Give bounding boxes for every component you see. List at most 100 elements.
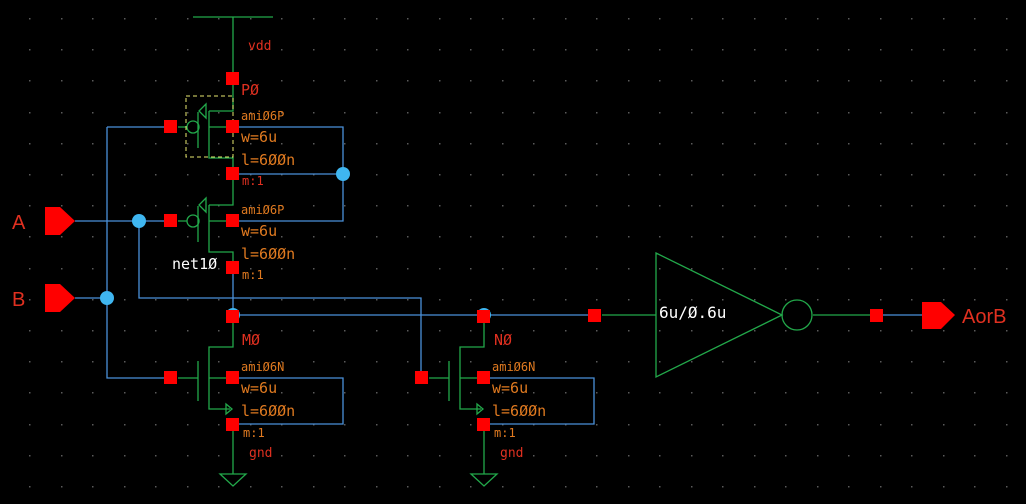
grid-dot xyxy=(281,236,283,238)
terminal-m0-drain[interactable] xyxy=(226,310,239,323)
grid-dot xyxy=(628,392,630,394)
grid-dot xyxy=(880,424,882,426)
grid-dot xyxy=(407,268,409,270)
grid-dot xyxy=(880,49,882,51)
grid-dot xyxy=(533,205,535,207)
nmos-n0[interactable] xyxy=(429,315,499,487)
pin-aorb-shape[interactable] xyxy=(922,302,955,329)
terminal-p0-gate[interactable] xyxy=(164,120,177,133)
grid-dot xyxy=(943,236,945,238)
grid-dot xyxy=(218,18,220,20)
terminal-m0-gate[interactable] xyxy=(164,371,177,384)
pmos-p1[interactable] xyxy=(178,174,234,268)
grid-dot xyxy=(974,361,976,363)
grid-dot xyxy=(92,236,94,238)
grid-dot xyxy=(124,143,126,145)
grid-dot xyxy=(407,361,409,363)
grid-dot xyxy=(628,174,630,176)
grid-dot xyxy=(250,299,252,301)
nmos-m0[interactable] xyxy=(178,315,248,487)
grid-dot xyxy=(659,268,661,270)
grid-dot xyxy=(974,80,976,82)
grid-dot xyxy=(817,299,819,301)
grid-dot xyxy=(439,455,441,457)
grid-dot xyxy=(628,205,630,207)
wire-out-node[interactable] xyxy=(232,268,594,316)
wire-m0-bulk[interactable] xyxy=(233,377,344,425)
grid-dot xyxy=(596,392,598,394)
grid-dot xyxy=(817,143,819,145)
grid-dot xyxy=(911,486,913,488)
grid-dot xyxy=(281,486,283,488)
grid-dot xyxy=(911,174,913,176)
grid-dot xyxy=(533,330,535,332)
grid-dot xyxy=(92,143,94,145)
grid-dot xyxy=(29,330,31,332)
grid-dot xyxy=(691,455,693,457)
n0-model: amiØ6N xyxy=(492,360,535,374)
grid-dot xyxy=(250,268,252,270)
p0-width: w=6u xyxy=(241,128,277,146)
grid-dot xyxy=(817,174,819,176)
grid-dot xyxy=(344,236,346,238)
terminal-p1-drain[interactable] xyxy=(226,261,239,274)
pin-a-shape[interactable] xyxy=(45,207,75,235)
grid-dot xyxy=(470,174,472,176)
wire-a-branch[interactable] xyxy=(138,221,422,378)
grid-dot xyxy=(911,268,913,270)
grid-dot xyxy=(596,299,598,301)
grid-dot xyxy=(61,49,63,51)
terminal-p0-drain[interactable] xyxy=(226,167,239,180)
terminal-inv-out[interactable] xyxy=(870,309,883,322)
grid-dot xyxy=(187,330,189,332)
grid-dot xyxy=(92,486,94,488)
inverter[interactable] xyxy=(602,251,876,379)
grid-dot xyxy=(376,268,378,270)
grid-dot xyxy=(691,486,693,488)
terminal-p0-bulk[interactable] xyxy=(226,120,239,133)
terminal-n0-gate[interactable] xyxy=(415,371,428,384)
pin-b-shape[interactable] xyxy=(45,284,75,312)
grid-dot xyxy=(376,112,378,114)
terminal-m0-bulk[interactable] xyxy=(226,371,239,384)
terminal-inv-in[interactable] xyxy=(588,309,601,322)
terminal-n0-bulk[interactable] xyxy=(477,371,490,384)
terminal-p1-gate[interactable] xyxy=(164,214,177,227)
grid-dot xyxy=(943,361,945,363)
grid-dot xyxy=(1006,361,1008,363)
grid-dot xyxy=(691,268,693,270)
grid-dot xyxy=(880,330,882,332)
terminal-m0-source[interactable] xyxy=(226,418,239,431)
terminal-p0-source[interactable] xyxy=(226,72,239,85)
grid-dot xyxy=(974,112,976,114)
grid-dot xyxy=(974,330,976,332)
grid-dot xyxy=(187,49,189,51)
terminal-p1-bulk[interactable] xyxy=(226,214,239,227)
grid-dot xyxy=(61,392,63,394)
grid-dot xyxy=(407,392,409,394)
grid-dot xyxy=(880,205,882,207)
terminal-n0-source[interactable] xyxy=(477,418,490,431)
wire-b-vertical[interactable] xyxy=(106,127,170,379)
grid-dot xyxy=(439,18,441,20)
grid-dot xyxy=(1006,80,1008,82)
grid-dot xyxy=(817,112,819,114)
grid-dot xyxy=(376,80,378,82)
grid-dot xyxy=(596,80,598,82)
pmos-p0[interactable] xyxy=(178,79,234,174)
grid-dot xyxy=(407,205,409,207)
n0-inst-name: NØ xyxy=(494,331,512,349)
grid-dot xyxy=(250,424,252,426)
grid-dot xyxy=(250,18,252,20)
grid-dot xyxy=(817,80,819,82)
grid-dot xyxy=(281,330,283,332)
grid-dot xyxy=(187,424,189,426)
grid-dot xyxy=(29,299,31,301)
terminal-n0-drain[interactable] xyxy=(477,310,490,323)
grid-dot xyxy=(943,18,945,20)
grid-dot xyxy=(313,236,315,238)
wire-n0-bulk[interactable] xyxy=(484,377,595,425)
grid-dot xyxy=(596,330,598,332)
grid-dot xyxy=(533,18,535,20)
